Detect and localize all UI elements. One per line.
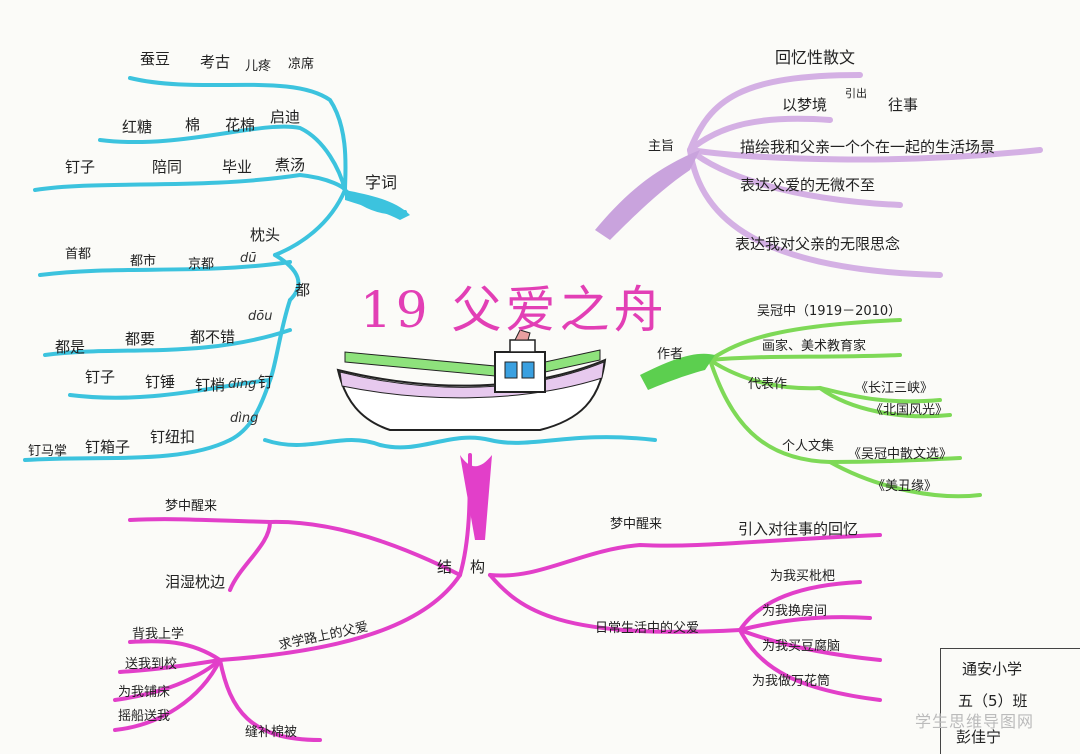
student-name: 彭佳宁	[956, 728, 1002, 746]
author-role: 画家、美术教育家	[762, 339, 867, 354]
word-item: 钉子	[65, 158, 96, 176]
word-item: 儿疼	[245, 59, 272, 74]
structure-item: 为我换房间	[762, 604, 828, 619]
author-branches	[708, 318, 982, 499]
word-item: 钉锤	[145, 373, 176, 391]
works-label: 代表作	[748, 377, 788, 392]
theme-branches	[687, 72, 1043, 278]
word-item: 都不错	[190, 328, 236, 346]
structure-item: 日常生活中的父爱	[595, 621, 700, 636]
word-item: 蚕豆	[140, 50, 171, 68]
boat-illustration	[336, 329, 607, 431]
structure-item: 梦中醒来	[610, 517, 663, 532]
structure-item: 摇船送我	[118, 709, 171, 724]
watermark: 学生思维导图网	[915, 712, 1035, 731]
work-item: 《北国风光》	[870, 403, 949, 418]
du-hub-label: 都	[295, 281, 311, 299]
structure-item: 为我买枇杷	[770, 569, 836, 584]
word-item: 钉纽扣	[150, 428, 196, 446]
word-item: 都要	[125, 330, 156, 348]
structure-item: 为我买豆腐脑	[762, 639, 841, 654]
word-item: 钉梢	[195, 376, 226, 394]
author-name: 吴冠中（1919－2010）	[757, 304, 902, 319]
word-item: 钉箱子	[85, 438, 131, 456]
structure-trunk	[460, 455, 492, 540]
theme-item: 表达我对父亲的无限思念	[735, 235, 901, 253]
structure-item: 缝补棉被	[245, 725, 298, 740]
structure-item: 为我铺床	[118, 685, 171, 700]
essays-label: 个人文集	[782, 439, 835, 454]
theme-item: 往事	[888, 96, 919, 114]
structure-item: 送我到校	[125, 657, 178, 672]
theme-item: 以梦境	[782, 96, 828, 114]
dou-pinyin: dōu	[248, 309, 273, 324]
word-item: 花棉	[225, 116, 256, 134]
school-name: 通安小学	[962, 660, 1023, 678]
theme-item: 引出	[845, 87, 867, 100]
word-item: 首都	[65, 247, 92, 262]
ding1-pinyin: dīng	[228, 377, 257, 392]
word-item: 毕业	[222, 158, 253, 176]
ding2-pinyin: dìng	[230, 411, 259, 426]
essay-item: 《吴冠中散文选》	[848, 447, 953, 462]
theme-hub-label: 主旨	[648, 139, 675, 154]
word-item: 考古	[200, 53, 231, 71]
word-item: 都是	[55, 338, 86, 356]
author-hub-label: 作者	[657, 347, 684, 362]
word-item: 凉席	[288, 57, 315, 72]
structure-item: 为我做万花筒	[752, 674, 831, 689]
words-hub-label: 字词	[365, 173, 398, 192]
theme-item: 回忆性散文	[775, 48, 856, 67]
theme-fan	[595, 150, 700, 240]
structure-item: 引入对往事的回忆	[738, 520, 859, 538]
class-name: 五（5）班	[958, 692, 1028, 710]
word-fan	[345, 190, 410, 220]
word-item: 都市	[130, 254, 157, 269]
word-item: 枕头	[250, 226, 281, 244]
word-item: 棉	[185, 116, 201, 134]
structure-item: 梦中醒来	[165, 499, 218, 514]
word-item: 红糖	[122, 118, 153, 136]
map-title: 19 父爱之舟	[360, 281, 668, 339]
structure-item: 背我上学	[132, 627, 185, 642]
word-item: 钉子	[85, 368, 116, 386]
word-item: 陪同	[152, 158, 183, 176]
work-item: 《长江三峡》	[855, 381, 934, 396]
student-info-box	[940, 648, 1080, 754]
structure-hub-label: 结构	[437, 558, 504, 576]
word-branches	[23, 76, 657, 462]
word-item: 煮汤	[275, 156, 306, 174]
word-item: 京都	[188, 257, 215, 272]
word-item: 钉马掌	[28, 444, 68, 459]
word-item: 启迪	[270, 108, 301, 126]
du-pinyin: dū	[240, 251, 257, 266]
author-fan	[640, 353, 715, 390]
essay-item: 《美丑缘》	[872, 479, 938, 494]
ding-hub-label: 钉	[258, 373, 274, 391]
structure-item: 泪湿枕边	[165, 573, 226, 591]
theme-item: 描绘我和父亲一个个在一起的生活场景	[740, 138, 996, 156]
structure-branches	[113, 453, 882, 742]
theme-item: 表达父爱的无微不至	[740, 176, 876, 194]
